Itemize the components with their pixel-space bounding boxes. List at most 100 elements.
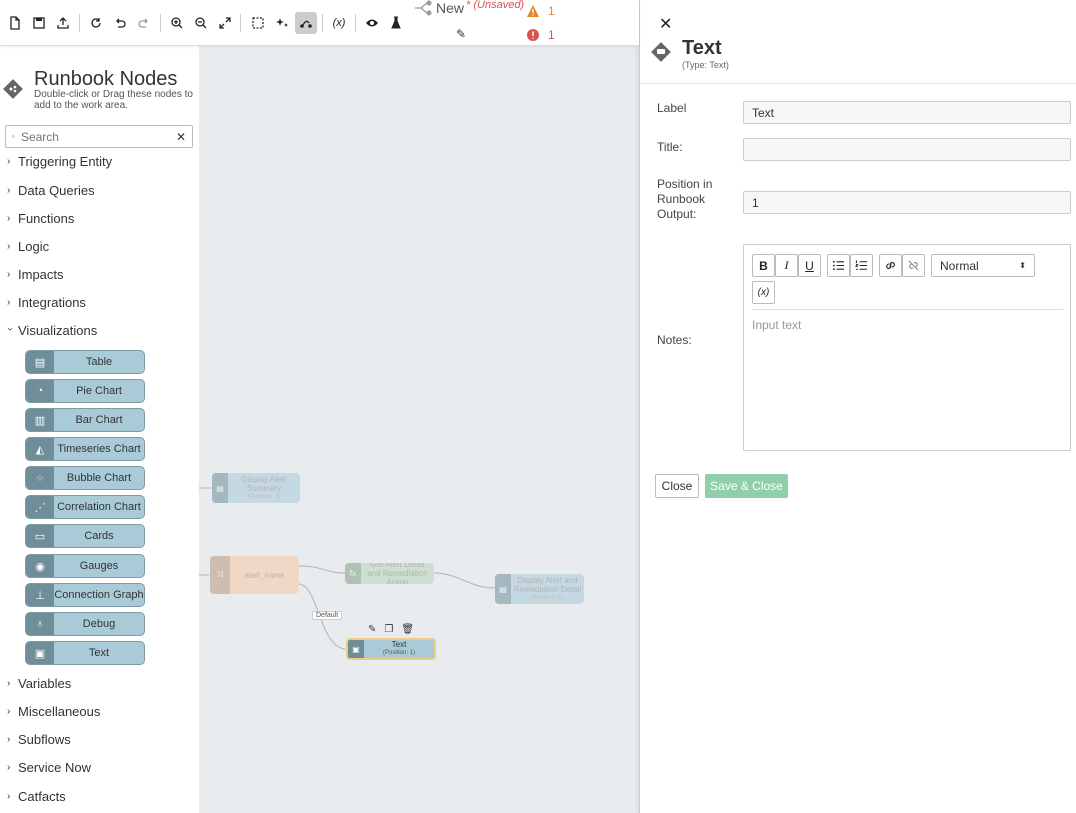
redo-icon[interactable] <box>133 12 155 34</box>
warning-indicator[interactable]: 1 <box>526 4 555 18</box>
node-search[interactable]: ✕ <box>5 125 193 148</box>
table-icon: ▤ <box>212 473 228 503</box>
category-integrations[interactable]: ›Integrations <box>7 295 86 310</box>
preview-eye-icon[interactable] <box>361 12 383 34</box>
chevron-right-icon: › <box>7 241 11 252</box>
variables-icon[interactable]: (x) <box>332 17 346 29</box>
node-display-alert-remediation[interactable]: ▤ Display Alert and Remediation Detail(P… <box>495 574 584 604</box>
edge-get-to-display <box>433 572 496 589</box>
chevron-right-icon: › <box>7 791 11 802</box>
category-visualizations[interactable]: ›Visualizations <box>4 323 98 338</box>
search-input[interactable] <box>20 129 176 144</box>
link-button[interactable] <box>879 254 902 277</box>
flow-title[interactable]: New * (Unsaved) <box>414 0 524 16</box>
chevron-right-icon: › <box>7 734 11 745</box>
panel-title: Text <box>682 37 722 59</box>
comment-icon: ▣ <box>348 640 364 658</box>
notes-editor[interactable]: B I U Normal ⬍ (x) Input text <box>743 244 1071 451</box>
sidebar-subtitle: Double-click or Drag these nodes to add … <box>34 89 193 111</box>
position-input[interactable]: 1 <box>743 191 1071 214</box>
viz-node-bar-chart[interactable]: ▥Bar Chart <box>25 408 145 432</box>
connect-mode-icon[interactable] <box>295 12 317 34</box>
node-alert-name[interactable]: ⤨ alert_name <box>210 556 299 594</box>
node-display-alert-summary[interactable]: ▤ Display Alert Summary(Position: 1) <box>212 473 300 503</box>
category-service-now[interactable]: ›Service Now <box>7 760 91 775</box>
close-button[interactable]: Close <box>655 474 699 498</box>
clear-search-icon[interactable]: ✕ <box>175 129 186 144</box>
bullet-list-icon <box>832 260 845 271</box>
category-functions[interactable]: ›Functions <box>7 211 75 226</box>
notes-placeholder[interactable]: Input text <box>752 318 802 332</box>
trash-icon[interactable]: 🗑 <box>401 624 415 635</box>
unlink-button[interactable] <box>902 254 925 277</box>
card-icon: ▭ <box>26 525 54 547</box>
test-flask-icon[interactable] <box>385 12 407 34</box>
viz-node-timeseries-chart[interactable]: ◭Timeseries Chart <box>25 437 145 461</box>
warning-count: 1 <box>548 4 555 18</box>
insert-variable-button[interactable]: (x) <box>752 281 775 304</box>
close-icon[interactable]: ✕ <box>659 16 673 33</box>
zoom-in-icon[interactable] <box>166 12 188 34</box>
viz-node-text[interactable]: ▣Text <box>25 641 145 665</box>
text-format-select[interactable]: Normal ⬍ <box>931 254 1035 277</box>
viz-node-table[interactable]: ▤Table <box>25 350 145 374</box>
chevron-right-icon: › <box>7 762 11 773</box>
comment-icon: ▣ <box>26 642 54 664</box>
export-icon[interactable] <box>52 12 74 34</box>
save-and-close-button[interactable]: Save & Close <box>705 474 788 498</box>
area-chart-icon: ◭ <box>26 438 54 460</box>
edit-name-pencil-icon[interactable]: ✎ <box>456 27 467 41</box>
underline-button[interactable]: U <box>798 254 821 277</box>
select-arrows-icon: ⬍ <box>1019 261 1026 270</box>
viz-node-pie-chart[interactable]: ◔Pie Chart <box>25 379 145 403</box>
save-icon[interactable] <box>28 12 50 34</box>
auto-layout-icon[interactable] <box>271 12 293 34</box>
node-palette-sidebar: Runbook Nodes Double-click or Drag these… <box>0 46 199 813</box>
error-indicator[interactable]: 1 <box>526 28 555 42</box>
work-area-canvas[interactable]: ▤ Display Alert Summary(Position: 1) ⤨ a… <box>199 46 639 813</box>
gauge-icon: ◉ <box>26 555 54 577</box>
category-catfacts[interactable]: ›Catfacts <box>7 789 66 804</box>
select-area-icon[interactable] <box>247 12 269 34</box>
category-logic[interactable]: ›Logic <box>7 239 50 254</box>
edge-label-default[interactable]: Default <box>312 611 343 620</box>
chevron-right-icon: › <box>7 185 11 196</box>
chevron-down-icon: › <box>4 327 16 331</box>
category-miscellaneous[interactable]: ›Miscellaneous <box>7 704 101 719</box>
title-input[interactable] <box>743 138 1071 161</box>
stethoscope-icon: ♁ <box>26 613 54 635</box>
italic-button[interactable]: I <box>775 254 798 277</box>
bold-button[interactable]: B <box>752 254 775 277</box>
category-data-queries[interactable]: ›Data Queries <box>7 183 95 198</box>
zoom-out-icon[interactable] <box>190 12 212 34</box>
node-get-alert-detail[interactable]: fx Get Alert Detail and Remediation Acti… <box>345 563 434 584</box>
label-input[interactable]: Text <box>743 101 1071 124</box>
chevron-right-icon: › <box>7 269 11 280</box>
duplicate-icon[interactable]: ❐ <box>384 624 394 635</box>
chevron-right-icon: › <box>7 156 11 167</box>
category-impacts[interactable]: ›Impacts <box>7 267 64 282</box>
category-triggering-entity[interactable]: ›Triggering Entity <box>7 154 113 169</box>
node-toolbar: ✎ ❐ 🗑 <box>368 624 414 635</box>
edit-pencil-icon[interactable]: ✎ <box>368 624 377 635</box>
refresh-icon[interactable] <box>85 12 107 34</box>
viz-node-bubble-chart[interactable]: ⁘Bubble Chart <box>25 466 145 490</box>
fit-screen-icon[interactable] <box>214 12 236 34</box>
new-file-icon[interactable] <box>4 12 26 34</box>
node-text-selected[interactable]: ▣ Text(Position: 1) <box>346 638 436 660</box>
sidebar-title: Runbook Nodes <box>34 68 178 90</box>
warning-icon <box>527 5 539 17</box>
chevron-right-icon: › <box>7 678 11 689</box>
viz-node-correlation-chart[interactable]: ⋰Correlation Chart <box>25 495 145 519</box>
viz-node-gauges[interactable]: ◉Gauges <box>25 554 145 578</box>
undo-icon[interactable] <box>109 12 131 34</box>
category-subflows[interactable]: ›Subflows <box>7 732 71 747</box>
viz-node-debug[interactable]: ♁Debug <box>25 612 145 636</box>
viz-node-connection-graph[interactable]: ⊥Connection Graph <box>25 583 145 607</box>
bullet-list-button[interactable] <box>827 254 850 277</box>
numbered-list-button[interactable] <box>850 254 873 277</box>
category-variables[interactable]: ›Variables <box>7 676 72 691</box>
link-icon <box>886 262 895 269</box>
viz-node-cards[interactable]: ▭Cards <box>25 524 145 548</box>
function-icon: fx <box>345 563 361 584</box>
